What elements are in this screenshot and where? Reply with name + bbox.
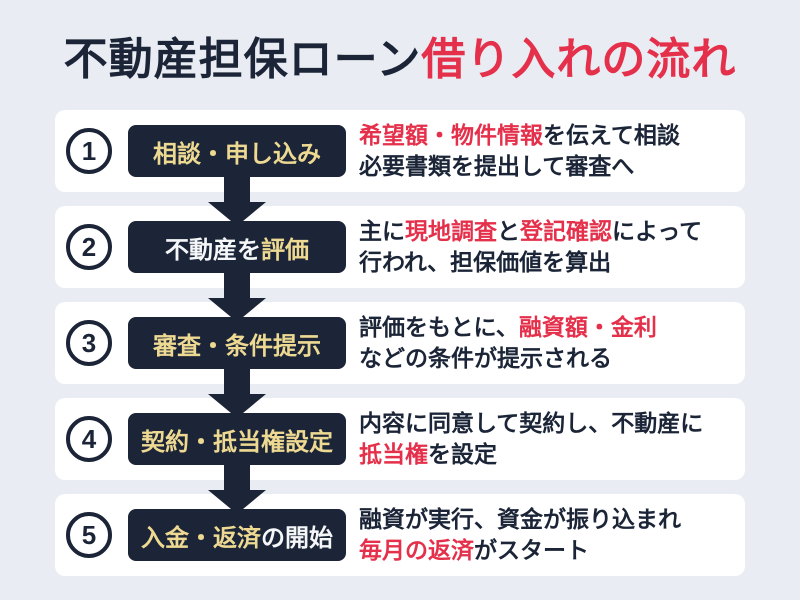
description-line-1: 融資が実行、資金が振り込まれ (359, 506, 681, 532)
step-card-2: 2 不動産を評価 主に現地調査と登記確認によって 行われ、担保価値を算出 (55, 206, 745, 322)
description-line-2: 抵当権を設定 (359, 441, 497, 467)
flow-steps: 1 相談・申し込み 希望額・物件情報を伝えて相談 必要書類を提出して審査へ 2 … (55, 110, 745, 590)
step-number: 5 (81, 519, 97, 550)
step-number: 4 (81, 423, 97, 454)
step-number: 2 (81, 231, 97, 262)
down-arrow-icon (208, 462, 266, 514)
step-number-badge: 2 (66, 224, 112, 270)
page-title: 不動産担保ローン借り入れの流れ (0, 34, 800, 86)
step-description: 希望額・物件情報を伝えて相談 必要書類を提出して審査へ (359, 120, 680, 182)
step-description: 主に現地調査と登記確認によって 行われ、担保価値を算出 (359, 216, 702, 278)
down-arrow-icon (208, 270, 266, 322)
step-number-badge: 1 (66, 128, 112, 174)
step-number-badge: 3 (66, 320, 112, 366)
step-number-badge: 4 (66, 416, 112, 462)
step-label-segment: 審査・条件提示 (153, 332, 321, 360)
description-line-2: などの条件が提示される (359, 345, 612, 371)
step-label-box: 不動産を評価 (128, 221, 346, 273)
step-card-3: 3 審査・条件提示 評価をもとに、融資額・金利 などの条件が提示される (55, 302, 745, 418)
step-card-5: 5 入金・返済の開始 融資が実行、資金が振り込まれ 毎月の返済がスタート (55, 494, 745, 576)
step-card-4: 4 契約・抵当権設定 内容に同意して契約し、不動産に 抵当権を設定 (55, 398, 745, 514)
step-label-segment: 契約・抵当権設定 (141, 428, 333, 456)
step-label-box: 契約・抵当権設定 (128, 413, 346, 465)
step-description: 内容に同意して契約し、不動産に 抵当権を設定 (359, 408, 703, 470)
down-arrow-icon (208, 366, 266, 418)
down-arrow-icon (208, 174, 266, 226)
step-label-box: 入金・返済の開始 (128, 509, 346, 561)
description-line-1: 評価をもとに、融資額・金利 (359, 314, 657, 340)
title-segment-accent: 借り入れの流れ (421, 35, 737, 84)
step-label-segment: の開始 (261, 524, 333, 552)
step-number: 1 (81, 135, 97, 166)
step-card-1: 1 相談・申し込み 希望額・物件情報を伝えて相談 必要書類を提出して審査へ (55, 110, 745, 226)
step-label-segment: 不動産を (165, 236, 261, 264)
step-number: 3 (81, 327, 97, 358)
description-line-1: 主に現地調査と登記確認によって (359, 218, 703, 244)
description-line-2: 毎月の返済がスタート (359, 537, 589, 563)
step-description: 評価をもとに、融資額・金利 などの条件が提示される (359, 312, 657, 374)
step-label-segment: 相談・申し込み (153, 140, 321, 168)
description-line-1: 希望額・物件情報を伝えて相談 (359, 122, 680, 148)
description-line-1: 内容に同意して契約し、不動産に (359, 410, 704, 436)
step-label-box: 相談・申し込み (128, 125, 346, 177)
step-description: 融資が実行、資金が振り込まれ 毎月の返済がスタート (359, 504, 681, 566)
title-segment-main: 不動産担保ローン (63, 35, 422, 84)
description-line-2: 行われ、担保価値を算出 (359, 249, 612, 275)
step-label-segment: 評価 (261, 236, 309, 264)
description-line-2: 必要書類を提出して審査へ (359, 153, 635, 179)
step-label-segment: 入金・返済 (141, 524, 261, 552)
step-number-badge: 5 (66, 512, 112, 558)
step-label-box: 審査・条件提示 (128, 317, 346, 369)
